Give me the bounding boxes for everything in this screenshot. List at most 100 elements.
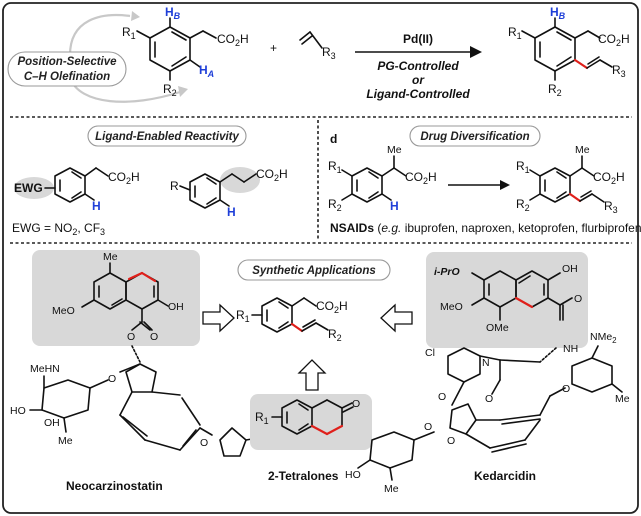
reaction-arrowhead (470, 46, 482, 58)
ligand-panel: Ligand-Enabled Reactivity EWG H CO2H EWG… (12, 125, 288, 237)
kedarcidin-cl: Cl (425, 347, 435, 359)
sugar-oh: OH (44, 417, 60, 429)
applications-panel: Synthetic Applications Me MeO OH O O (10, 250, 630, 495)
kedarcidin-core (447, 347, 566, 453)
top-panel: Position-Selective C–H Olefination R1 HB… (7, 5, 630, 103)
nsaid-product-r3-label: R3 (604, 199, 618, 215)
open-arrow-left (202, 303, 235, 333)
sugar-me: Me (58, 435, 73, 447)
naphthoate-o1: O (127, 331, 135, 343)
naphthoate-oh: OH (168, 301, 184, 313)
applications-title: Synthetic Applications (252, 265, 376, 277)
ewg-label: EWG (14, 181, 43, 195)
kedarcidin-oh: OH (562, 263, 578, 275)
arrowhead-lower (178, 86, 188, 97)
nsaid-product-me-label: Me (575, 144, 590, 156)
kedarcidin-o: O (574, 293, 582, 305)
kedarcidin-nh: NH (563, 343, 578, 355)
kedarcidin-ome: OMe (486, 322, 509, 334)
open-arrow-up (297, 359, 327, 391)
central-r2: R2 (328, 327, 342, 343)
r1-label: R1 (122, 25, 136, 41)
kedarcidin-n: N (482, 357, 490, 369)
nsaid-product-r2-label: R2 (516, 197, 530, 213)
arrowhead-upper (131, 11, 140, 21)
plus-sign: + (270, 41, 277, 55)
kedarcidin-naphthoate (471, 270, 573, 321)
naphthoate-me: Me (103, 251, 118, 263)
neocarzinostatin-core (119, 345, 261, 457)
sugar-mehn: MeHN (30, 363, 60, 375)
kedarcidin-o-link: O (562, 383, 570, 395)
open-arrow-right (380, 303, 413, 333)
nsaid-start (341, 155, 407, 203)
drug-panel: d Drug Diversification Me R1 R2 H CO2H (328, 125, 641, 235)
kedarcidin-sugar-ho: HO (345, 469, 361, 481)
kedarcidin-sugar-o: O (424, 421, 432, 433)
central-r1: R1 (236, 308, 250, 324)
curved-arrow-upper (68, 14, 131, 56)
r2-label: R2 (163, 82, 177, 98)
central-product (251, 297, 329, 333)
central-co2h: CO2H (316, 299, 348, 315)
neocarzinostatin-label: Neocarzinostatin (66, 479, 163, 493)
kedarcidin-sugar-me: Me (615, 393, 630, 405)
nsaid-product-r1-label: R1 (516, 159, 530, 175)
naphthoate-highlight (32, 250, 200, 346)
propanoic-co2h-label: CO2H (256, 167, 288, 183)
nsaid-r2-label: R2 (328, 197, 342, 213)
kedarcidin-label: Kedarcidin (474, 469, 536, 483)
product-hb-label: HB (550, 5, 566, 21)
catalyst-label: Pd(II) (403, 32, 433, 46)
ewg-h-label: H (92, 199, 101, 213)
hb-label: HB (165, 5, 181, 21)
nsaid-r1-label: R1 (328, 159, 342, 175)
naphthoate-o2: O (150, 331, 158, 343)
condition-line2: or (412, 73, 425, 87)
ligand-panel-title: Ligand-Enabled Reactivity (95, 131, 239, 143)
ewg-shade (14, 177, 54, 199)
panel-letter-d: d (330, 132, 337, 146)
kedarcidin-epoxide-o: O (447, 435, 455, 447)
starting-material-arene (136, 17, 217, 81)
product-r1-label: R1 (508, 25, 522, 41)
sugar-o-link: O (108, 373, 116, 385)
condition-line3: Ligand-Controlled (366, 87, 470, 101)
ewg-note: EWG = NO2, CF3 (12, 221, 105, 237)
ewg-arene (44, 167, 109, 203)
naphthoate-fragment (81, 262, 169, 331)
propanoic-r-label: R (170, 179, 179, 193)
propanoic-arene (179, 173, 257, 209)
product-r2-label: R2 (548, 82, 562, 98)
r3-label: R3 (322, 45, 336, 61)
kedarcidin-nme2: NMe2 (590, 331, 617, 345)
nsaid-product (529, 155, 605, 203)
kedarcidin-highlight (426, 252, 588, 348)
product-r3-label: R3 (612, 63, 626, 79)
tetralone-r1: R1 (255, 410, 269, 426)
nsaid-co2h-label: CO2H (405, 170, 437, 186)
sugar-ho: HO (10, 405, 26, 417)
co2h-label: CO2H (217, 32, 249, 48)
nsaid-product-co2h-label: CO2H (593, 170, 625, 186)
kedarcidin-sugar-right (571, 345, 623, 393)
nsaid-h-label: H (390, 199, 399, 213)
tetralones-label: 2-Tetralones (268, 469, 339, 483)
drug-arrowhead (500, 180, 510, 190)
applications-title-pill (237, 259, 391, 281)
epoxide-o: O (200, 437, 208, 449)
label-position-selective: Position-Selective (17, 56, 117, 68)
kedarcidin-ipro: i-PrO (434, 266, 460, 278)
ligand-title-pill (87, 125, 247, 147)
condition-line1: PG-Controlled (377, 59, 459, 73)
alkene-reagent (299, 31, 323, 49)
kedarcidin-sugar-left (357, 431, 435, 481)
kedarcidin-o-ester: O (485, 393, 493, 405)
product-arene (521, 17, 613, 81)
tetralone-o: O (352, 398, 360, 410)
propanoic-h-label: H (227, 205, 236, 219)
label-ch-olefination: C–H Olefination (24, 71, 110, 83)
kedarcidin-sugar-me2: Me (384, 483, 399, 495)
ewg-co2h-label: CO2H (108, 170, 140, 186)
